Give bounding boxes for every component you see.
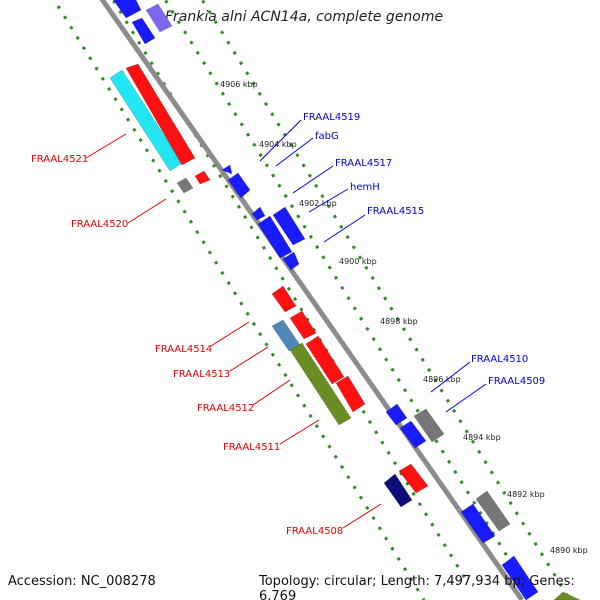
- gene-FRAAL4510-blue-a: [385, 403, 408, 426]
- kbp-label: 4890 kbp: [550, 546, 588, 555]
- topology-text: Topology: circular; Length: 7,497,934 bp…: [259, 574, 575, 600]
- gene-label-fabG: fabG: [315, 131, 339, 142]
- tick-track-outer-right: [200, 0, 572, 600]
- leader-FRAAL4517: [292, 165, 334, 194]
- leader-FRAAL4512: [252, 379, 291, 406]
- gene-label-FRAAL4514: FRAAL4514: [155, 344, 212, 355]
- gene-top-blue-2: [131, 17, 156, 45]
- gene-label-FRAAL4513: FRAAL4513: [173, 369, 230, 380]
- kbp-markers: 4906 kbp 4904 kbp 4902 kbp 4900 kbp 4898…: [220, 80, 588, 555]
- genome-title: Frankia alni ACN14a, complete genome: [165, 9, 444, 25]
- gene-label-FRAAL4509: FRAAL4509: [488, 376, 545, 387]
- tick-tracks: [56, 0, 572, 600]
- gene-small-blue: [221, 164, 233, 175]
- leader-FRAAL4515: [323, 214, 366, 243]
- gene-bottom-olive: [553, 591, 581, 600]
- gene-FRAAL4515: [282, 251, 300, 271]
- gene-bottom-gray: [475, 490, 511, 532]
- gene-blue-small-2: [251, 206, 266, 221]
- gene-FRAAL4511-red: [335, 375, 366, 413]
- leader-FRAAL4514: [210, 321, 250, 347]
- gene-FRAAL4520-gray: [176, 177, 194, 194]
- gene-bottom-blue-1: [460, 503, 496, 544]
- gene-small-red: [194, 170, 211, 185]
- gene-label-FRAAL4511: FRAAL4511: [223, 442, 280, 453]
- gene-FRAAL4510-blue-b: [399, 420, 427, 449]
- gene-FRAAL4517: [257, 215, 293, 259]
- accession-text: Accession: NC_008278: [8, 574, 156, 589]
- kbp-label: 4894 kbp: [463, 433, 501, 442]
- gene-label-FRAAL4515: FRAAL4515: [367, 206, 424, 217]
- leader-FRAAL4511: [279, 419, 320, 445]
- kbp-label: 4900 kbp: [339, 257, 377, 266]
- gene-top-purple: [145, 3, 173, 33]
- leader-FRAAL4521: [85, 133, 127, 159]
- gene-label-FRAAL4517: FRAAL4517: [335, 158, 392, 169]
- gene-labels-left: FRAAL4521 FRAAL4520 FRAAL4514 FRAAL4513 …: [31, 154, 343, 537]
- tick-track-inner-right: [163, 0, 536, 600]
- gene-FRAAL4521-red: [125, 63, 196, 166]
- gene-FRAAL4512-olive: [289, 342, 352, 426]
- leader-lines: [85, 119, 487, 529]
- gene-red-mid: [289, 310, 317, 340]
- gene-FRAAL4508-navy: [383, 473, 413, 508]
- gene-fabG: [227, 172, 251, 199]
- leader-FRAAL4510: [430, 361, 471, 393]
- gene-label-FRAAL4519: FRAAL4519: [303, 112, 360, 123]
- gene-label-FRAAL4512: FRAAL4512: [197, 403, 254, 414]
- gene-label-hemH: hemH: [350, 182, 380, 193]
- genome-backbone: [99, 0, 525, 600]
- gene-FRAAL4509-gray: [413, 408, 445, 443]
- gene-features: [109, 0, 581, 600]
- kbp-label: 4892 kbp: [507, 490, 545, 499]
- leader-FRAAL4520: [127, 198, 167, 224]
- gene-red-upper: [271, 285, 297, 313]
- tick-track-outer-left: [56, 5, 426, 600]
- kbp-label: 4896 kbp: [423, 375, 461, 384]
- gene-label-FRAAL4520: FRAAL4520: [71, 219, 128, 230]
- leader-fabG: [275, 137, 314, 167]
- leader-FRAAL4509: [445, 383, 487, 413]
- gene-hemH: [272, 206, 306, 246]
- kbp-label: 4902 kbp: [299, 199, 337, 208]
- kbp-label: 4904 kbp: [259, 140, 297, 149]
- gene-labels-right: FRAAL4519 fabG FRAAL4517 hemH FRAAL4515 …: [303, 112, 545, 387]
- gene-FRAAL4513: [305, 335, 345, 385]
- leader-hemH: [308, 188, 349, 213]
- kbp-label: 4898 kbp: [380, 317, 418, 326]
- leader-FRAAL4519: [259, 119, 302, 162]
- leader-FRAAL4508: [342, 503, 382, 529]
- gene-top-blue-1: [113, 0, 142, 19]
- gene-label-FRAAL4510: FRAAL4510: [471, 354, 528, 365]
- leader-FRAAL4513: [229, 346, 269, 372]
- kbp-label: 4906 kbp: [220, 80, 258, 89]
- gene-label-FRAAL4521: FRAAL4521: [31, 154, 88, 165]
- gene-label-FRAAL4508: FRAAL4508: [286, 526, 343, 537]
- gene-FRAAL4508-red: [398, 463, 429, 494]
- gene-bottom-blue-2: [501, 555, 539, 600]
